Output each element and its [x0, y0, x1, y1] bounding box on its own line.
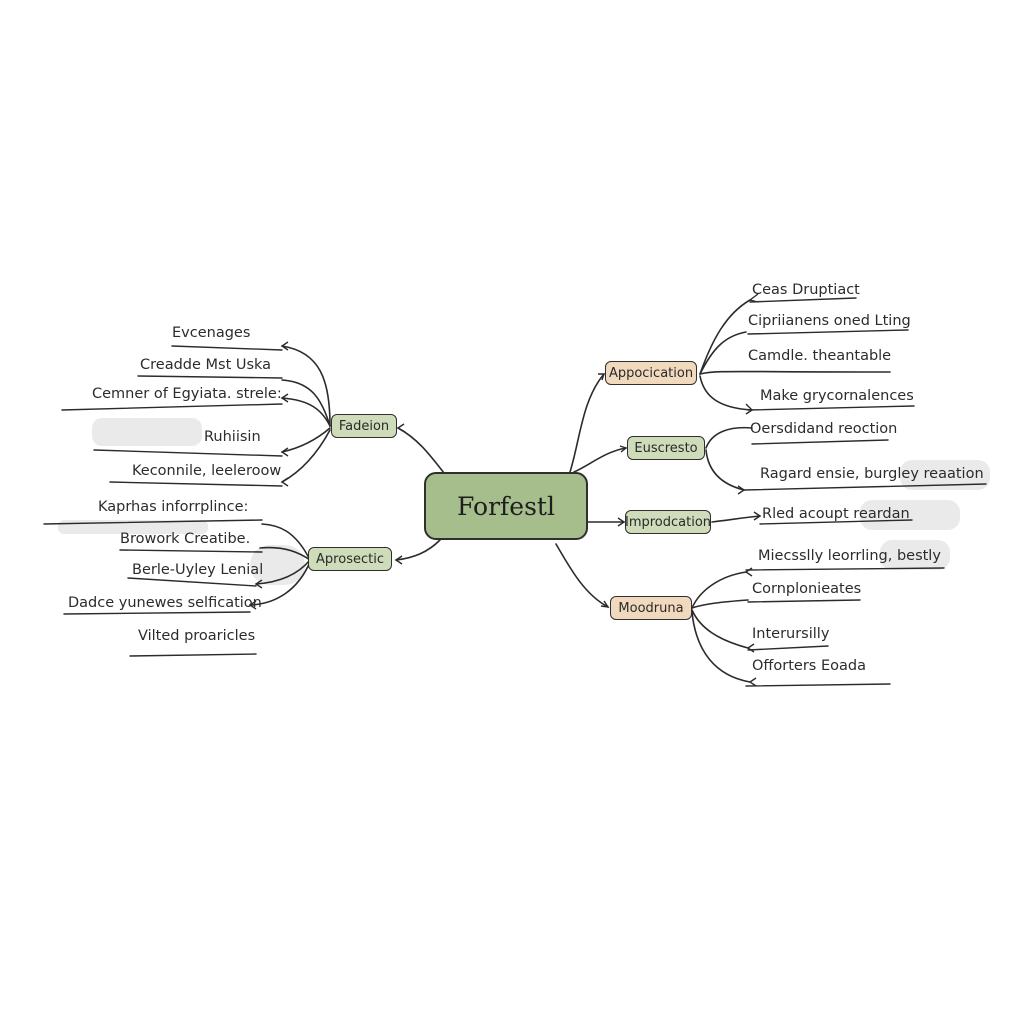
appocication-connectors	[699, 293, 891, 415]
leaf-moodruna-2: Cornplonieates	[752, 581, 862, 597]
fadeion-connectors	[280, 341, 331, 487]
leaf-fadeion-2: Creadde Mst Uska	[140, 357, 272, 373]
leaf-euscresto-1: Oersdidand reoction	[750, 421, 898, 437]
branch-label-moodruna: Moodruna	[618, 600, 684, 616]
branch-label-appocication: Appocication	[608, 365, 694, 381]
aprosectic-connectors	[248, 523, 311, 610]
branch-node-moodruna[interactable]: Moodruna	[610, 596, 692, 620]
branch-label-improdcation: Improdcation	[624, 514, 712, 530]
leaf-improdcation-1: Rled acoupt reardan	[762, 506, 910, 522]
leaf-appocication-3: Camdle. theantable	[748, 348, 892, 364]
leaf-moodruna-1: Miecsslly leorrling, bestly	[758, 548, 941, 564]
leaf-aprosectic-1: Kaprhas inforrplince:	[98, 499, 249, 515]
leaf-fadeion-3: Cemner of Egyiata. strele:	[92, 386, 282, 402]
improdcation-connectors	[711, 511, 762, 523]
leaf-moodruna-3: Interursilly	[752, 626, 830, 642]
euscresto-connectors	[705, 426, 753, 495]
branch-node-aprosectic[interactable]: Aprosectic	[308, 547, 392, 571]
branch-label-euscresto: Euscresto	[634, 440, 698, 456]
leaf-appocication-1: Ceas Druptiact	[752, 282, 860, 298]
leaf-underlines	[43, 297, 987, 687]
leaf-fadeion-4: Ruhiisin	[204, 429, 261, 445]
leaf-euscresto-2: Ragard ensie, burgley reaation	[760, 466, 984, 482]
moodruna-connectors	[691, 567, 757, 687]
leaf-aprosectic-4: Dadce yunewes selfication	[68, 595, 262, 611]
leaf-appocication-2: Cipriianens oned Lting	[748, 313, 911, 329]
branch-node-fadeion[interactable]: Fadeion	[331, 414, 397, 438]
branch-node-euscresto[interactable]: Euscresto	[627, 436, 705, 460]
branch-node-improdcation[interactable]: Improdcation	[625, 510, 711, 534]
leaf-appocication-4: Make grycornalences	[760, 388, 914, 404]
leaf-aprosectic-3: Berle-Uyley Lenial	[132, 562, 264, 578]
branch-label-aprosectic: Aprosectic	[316, 551, 384, 567]
branch-label-fadeion: Fadeion	[338, 418, 390, 434]
leaf-aprosectic-2: Browork Creatibe.	[120, 531, 251, 547]
central-topic[interactable]: Forfestl	[424, 472, 588, 540]
central-topic-label: Forfestl	[457, 491, 555, 521]
branch-node-appocication[interactable]: Appocication	[605, 361, 697, 385]
leaf-aprosectic-5: Vilted proaricles	[138, 628, 256, 644]
leaf-moodruna-4: Offorters Eoada	[752, 658, 866, 674]
leaf-fadeion-5: Keconnile, leeleroow	[132, 463, 282, 479]
leaf-fadeion-1: Evcenages	[172, 325, 251, 341]
